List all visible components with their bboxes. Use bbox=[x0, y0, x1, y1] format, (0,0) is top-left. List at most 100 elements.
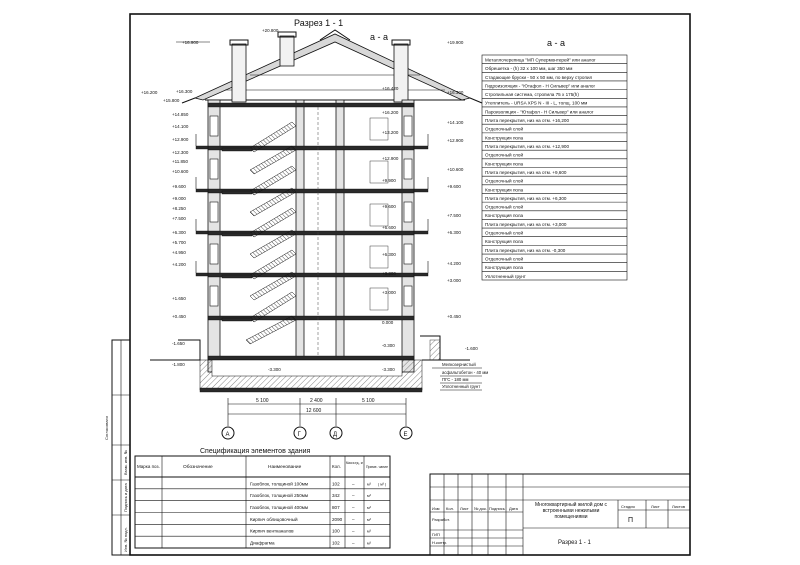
spec-cell-mass: – bbox=[352, 493, 355, 498]
legend-row: Отделочный слой bbox=[485, 204, 523, 210]
legend-row: Отделочный слой bbox=[485, 126, 523, 132]
legend-row: Металлочерепица "МП Супермонтерей" или а… bbox=[485, 56, 596, 62]
spec-cell-name: Кирпич облицовочный bbox=[250, 516, 298, 522]
legend-row: Конструкция пола bbox=[485, 135, 524, 140]
spec-cell-qty: 102 bbox=[332, 481, 340, 486]
legend-row: Плита перекрытия, низ на отм. +6,300 bbox=[485, 196, 567, 201]
spec-cell-unit: м³ bbox=[367, 482, 372, 486]
dimension-lines: 5 100 2 400 5 100 12 600 bbox=[227, 398, 407, 426]
level-left-18: +4.200 bbox=[172, 262, 186, 267]
level-left-16: +5.700 bbox=[172, 240, 186, 245]
level-inner-7: +6.300 bbox=[382, 252, 396, 257]
levels-left: +20.800 +16.900 +16.200 +15.800 +16.300 … bbox=[141, 28, 279, 367]
spec-cell-qty: 102 bbox=[332, 541, 340, 546]
level-right-6: +7.500 bbox=[447, 213, 461, 218]
level-left-3: +15.800 bbox=[163, 98, 180, 103]
axis-markers: А Г Д Е bbox=[221, 426, 413, 440]
level-inner-10: 0.000 bbox=[382, 320, 394, 325]
level-left-8: +12.300 bbox=[172, 150, 189, 155]
legend-row: Отделочный слой bbox=[485, 230, 523, 236]
spec-cell-note: ( м³ ) bbox=[378, 482, 386, 486]
ground-layer-note: Мелкозернистый асфальтобетон - 40 мм ПГС… bbox=[432, 362, 488, 391]
level-left-15: +6.300 bbox=[172, 230, 186, 235]
legend-row: Отделочный слой bbox=[485, 152, 523, 158]
legend-row: Стропильная система, стропила 75 х 175(h… bbox=[485, 92, 579, 97]
spec-cell-unit: м³ bbox=[367, 542, 372, 546]
spec-cell-name: Кирпич вентканалов bbox=[250, 529, 294, 534]
axis-label-e: Е bbox=[404, 432, 408, 438]
level-right-2: +14.100 bbox=[447, 120, 464, 125]
spec-cell-qty: 2090 bbox=[332, 517, 343, 522]
level-inner-2: +13.200 bbox=[382, 130, 399, 135]
stamp-col-izm: Изм bbox=[432, 506, 440, 511]
level-right-5: +9.600 bbox=[447, 184, 461, 189]
level-left-7: +12.900 bbox=[172, 137, 189, 142]
level-left-11: +9.600 bbox=[172, 184, 186, 189]
windows-right bbox=[403, 115, 413, 307]
spec-cell-mass: – bbox=[352, 541, 355, 546]
legend-row: Плита перекрытия, низ на отм. +12,900 bbox=[485, 144, 569, 149]
basement bbox=[150, 335, 470, 393]
stamp-stage-header: Стадия bbox=[621, 504, 635, 509]
level-inner-11: -0.300 bbox=[382, 343, 395, 348]
level-inner-3: +12.900 bbox=[382, 156, 399, 161]
level-right-4: +10.600 bbox=[447, 167, 464, 172]
dim-a-g: 5 100 bbox=[256, 398, 269, 404]
spec-table: Спецификация элементов здания Марка поз.… bbox=[134, 448, 391, 549]
stamp-col-sign: Подпись bbox=[489, 506, 505, 511]
level-right-0: +19.900 bbox=[447, 40, 464, 45]
stamp-col-doc: № док. bbox=[474, 506, 487, 511]
level-left-21: -1.650 bbox=[172, 341, 185, 346]
spec-header-qty: Кол. bbox=[332, 464, 341, 469]
ground-note-1: асфальтобетон - 40 мм bbox=[442, 370, 488, 375]
legend-row: Плита перекрытия, низ на отм. +16,200 bbox=[485, 118, 569, 123]
ground-note-2: ПГС - 180 мм bbox=[442, 377, 468, 382]
spec-cell-name: Диафрагма bbox=[250, 541, 275, 546]
wall-inner-g bbox=[295, 99, 305, 373]
level-inner-13: -3.300 bbox=[382, 367, 395, 372]
level-left-0: +20.800 bbox=[262, 28, 279, 33]
level-inner-0: +16.420 bbox=[382, 86, 399, 91]
building-section: Разрез 1 - 1 а - а bbox=[141, 18, 488, 440]
spec-cell-name: Газоблок, толщиной 250мм bbox=[250, 492, 308, 498]
ground-note-3: Уплотненный грунт bbox=[442, 384, 480, 389]
level-inner-8: +3.300 bbox=[382, 271, 396, 276]
level-left-20: +0.450 bbox=[172, 314, 186, 319]
level-right-8: +4.200 bbox=[447, 261, 461, 266]
stamp-col-date: Дата bbox=[509, 506, 519, 511]
level-left-10: +10.600 bbox=[172, 169, 189, 174]
dim-g-d: 2 400 bbox=[310, 398, 323, 404]
spec-cell-qty: 100 bbox=[332, 529, 340, 534]
stamp-project-name: Многоквартирный жилой дом с встроенными … bbox=[535, 502, 607, 520]
level-inner-4: +9.900 bbox=[382, 178, 396, 183]
level-left-14: +7.500 bbox=[172, 216, 186, 221]
spec-cell-qty: 807 bbox=[332, 505, 340, 510]
legend-row: Пароизоляция - "Ютафол - Н Сильвер" или … bbox=[485, 109, 594, 114]
wall-inner-d bbox=[335, 99, 345, 373]
level-right-11: -1.600 bbox=[465, 346, 478, 351]
margin-label-inv-replace: Взам. инв. № bbox=[123, 450, 128, 475]
spec-cell-mass: – bbox=[352, 529, 355, 534]
stamp-stage-value: П bbox=[628, 517, 633, 524]
spec-cell-unit: м³ bbox=[367, 518, 372, 522]
stamp-drawing-name: Разрез 1 - 1 bbox=[558, 540, 591, 546]
stamp-role-developer: Разработ. bbox=[432, 517, 450, 522]
legend-row: Отделочный слой bbox=[485, 255, 523, 261]
section-marker: а - а bbox=[370, 32, 388, 42]
level-right-9: +3.000 bbox=[447, 278, 461, 283]
margin-label-approved: Согласовано bbox=[104, 415, 109, 440]
spec-header-mass: Масса ед., кг bbox=[346, 460, 363, 465]
stamp-role-norm: Н.контр. bbox=[432, 540, 447, 545]
level-left-5: +14.850 bbox=[172, 112, 189, 117]
legend-title: а - а bbox=[547, 38, 565, 48]
layers-legend: а - а Металлочерепица "МП Супермонтерей"… bbox=[481, 38, 628, 281]
legend-row: Конструкция пола bbox=[485, 265, 524, 270]
level-inner-6: +6.600 bbox=[382, 225, 396, 230]
level-right-7: +6.300 bbox=[447, 230, 461, 235]
legend-row: Гидроизоляция - "Ютафол - Н Сильвер" или… bbox=[485, 83, 595, 88]
balconies bbox=[195, 134, 429, 277]
dim-d-e: 5 100 bbox=[362, 398, 375, 404]
level-inner-9: +3.000 bbox=[382, 290, 396, 295]
staircase bbox=[221, 121, 297, 345]
